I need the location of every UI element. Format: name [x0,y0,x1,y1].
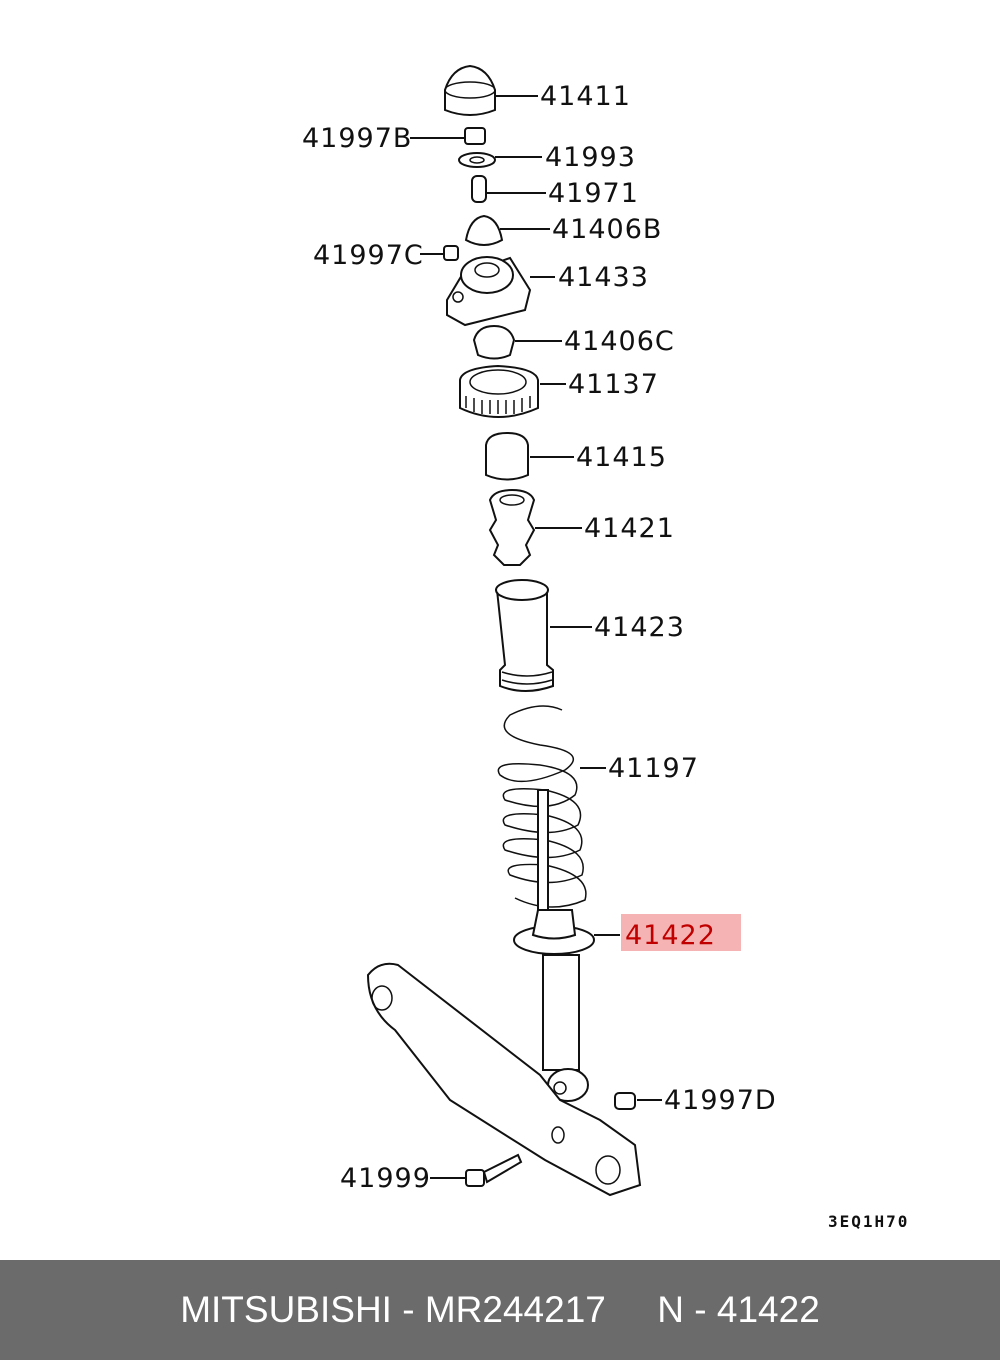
ref-number: 41422 [716,1289,820,1330]
lower-arm [366,962,642,1197]
label-41406C[interactable]: 41406C [564,326,675,357]
diagram-code: 3EQ1H70 [828,1212,909,1231]
part-41421-bump-stopper [488,488,536,566]
label-41997C[interactable]: 41997C [313,240,424,271]
footer-bar: MITSUBISHI - MR244217 N - 41422 [0,1260,1000,1360]
label-41971[interactable]: 41971 [548,178,639,209]
spacer [606,1289,657,1331]
part-41423-dust-boot [495,579,554,692]
label-41411[interactable]: 41411 [540,81,631,112]
shock-absorber-body [542,954,589,1102]
part-41997C-nut [443,245,459,261]
parts-diagram: 41411 41997B 41993 41971 41406B 41997C 4… [302,64,909,1231]
part-41406C-bushing [472,324,516,360]
part-41999-bolt [465,1153,523,1187]
label-41406B[interactable]: 41406B [552,214,662,245]
label-41999[interactable]: 41999 [340,1163,431,1194]
part-41993-washer [458,152,496,168]
label-41433[interactable]: 41433 [558,262,649,293]
label-41997B[interactable]: 41997B [302,123,412,154]
label-41422-highlighted[interactable]: 41422 [625,920,716,951]
part-41411-bump-cap [444,64,496,116]
highlight-box [621,914,741,951]
label-41415[interactable]: 41415 [576,442,667,473]
label-41137[interactable]: 41137 [568,369,659,400]
part-41422-spring-seat [513,909,595,955]
part-41997B-nut [464,127,486,145]
part-41406B-bushing [464,214,504,246]
part-number: MR244217 [424,1289,606,1330]
label-41423[interactable]: 41423 [594,612,685,643]
part-41415-cup [485,431,529,481]
label-41197[interactable]: 41197 [608,753,699,784]
part-41137-bearing [459,364,539,418]
part-41997D-nut [614,1092,636,1110]
ref-prefix: N [657,1289,684,1330]
separator: - [391,1289,425,1330]
brand: MITSUBISHI [180,1289,392,1330]
part-41197-coil-spring [497,705,587,911]
part-41433-strut-mount [446,256,532,327]
leader-lines [410,95,662,1179]
label-41997D[interactable]: 41997D [664,1085,777,1116]
label-41993[interactable]: 41993 [545,142,636,173]
separator: - [684,1289,717,1330]
label-41421[interactable]: 41421 [584,513,675,544]
part-41971-collar [471,175,487,203]
